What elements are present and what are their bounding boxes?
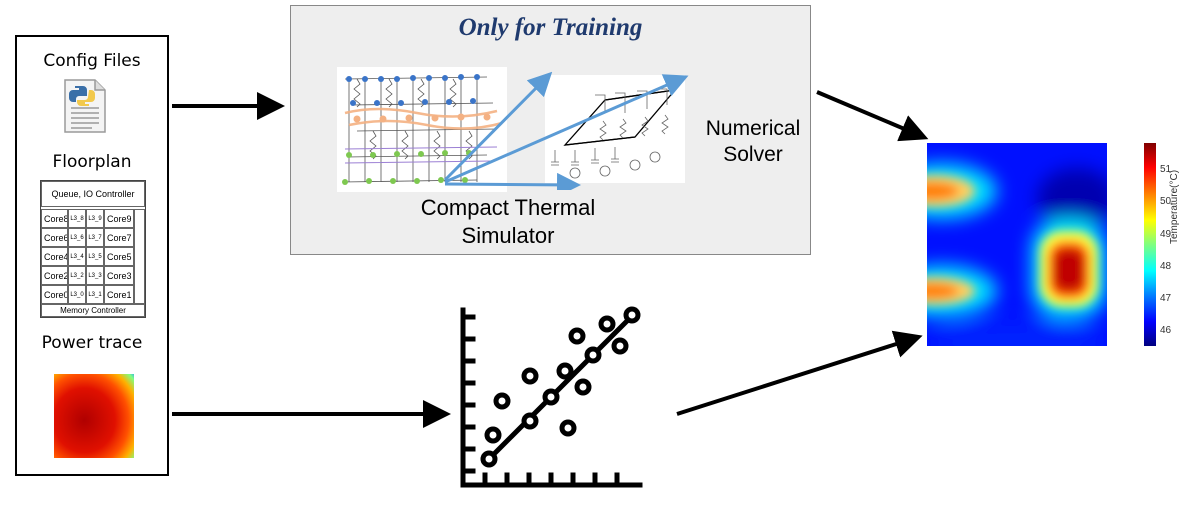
python-file-icon <box>62 78 108 134</box>
colorbar-tick: 49 <box>1160 229 1172 240</box>
floorplan-cell: Core5 <box>104 247 134 266</box>
floorplan-cell: Core0 <box>41 285 68 304</box>
colorbar-tick: 50 <box>1160 196 1172 207</box>
compact-thermal-simulator-label: Compact Thermal Simulator <box>393 194 623 250</box>
projection-arrows <box>440 70 690 197</box>
floorplan-side-strip <box>134 209 145 304</box>
floorplan-cell: Core9 <box>104 209 134 228</box>
config-files-label: Config Files <box>43 51 141 71</box>
training-title: Only for Training <box>458 14 643 41</box>
colorbar-tick: 46 <box>1160 325 1172 336</box>
floorplan-top-block: Queue, IO Controller <box>41 181 145 207</box>
floorplan-cell: Core4 <box>41 247 68 266</box>
floorplan-cell: Core8 <box>41 209 68 228</box>
temperature-heatmap <box>927 143 1107 346</box>
floorplan-cell: Core1 <box>104 285 134 304</box>
floorplan-label: Floorplan <box>52 152 132 172</box>
floorplan-cell: Core7 <box>104 228 134 247</box>
floorplan-cell: L3_0 <box>68 285 86 304</box>
power-trace-map <box>54 374 134 458</box>
numerical-solver-label: Numerical Solver <box>693 116 813 168</box>
floorplan-cell: Core2 <box>41 266 68 285</box>
floorplan-cell: L3_5 <box>86 247 104 266</box>
colorbar-label: Temperature(°C) <box>1169 169 1180 244</box>
temperature-colorbar <box>1144 143 1156 346</box>
floorplan-cell: L3_1 <box>86 285 104 304</box>
colorbar-tick: 48 <box>1160 261 1172 272</box>
floorplan-cell: L3_3 <box>86 266 104 285</box>
colorbar-tick: 51 <box>1160 164 1172 175</box>
colorbar-tick: 47 <box>1160 293 1172 304</box>
floorplan-cell: L3_2 <box>68 266 86 285</box>
solver-label-line2: Solver <box>723 143 783 166</box>
regression-plot-icon <box>455 305 645 490</box>
thermal-network-illustration <box>337 67 507 192</box>
floorplan-cell: L3_8 <box>68 209 86 228</box>
floorplan-grid: Queue, IO Controller Core8 L3_8 L3_9 Cor… <box>40 180 146 318</box>
power-trace-label: Power trace <box>41 333 143 353</box>
solver-label-line1: Numerical <box>705 117 801 140</box>
floorplan-cell: Core3 <box>104 266 134 285</box>
floorplan-cell: L3_4 <box>68 247 86 266</box>
floorplan-bottom-block: Memory Controller <box>41 304 145 317</box>
floorplan-cell: L3_9 <box>86 209 104 228</box>
floorplan-cell: L3_7 <box>86 228 104 247</box>
simulator-label-line1: Compact Thermal <box>420 195 596 220</box>
floorplan-cell: L3_6 <box>68 228 86 247</box>
simulator-label-line2: Simulator <box>461 223 555 248</box>
floorplan-cell: Core6 <box>41 228 68 247</box>
